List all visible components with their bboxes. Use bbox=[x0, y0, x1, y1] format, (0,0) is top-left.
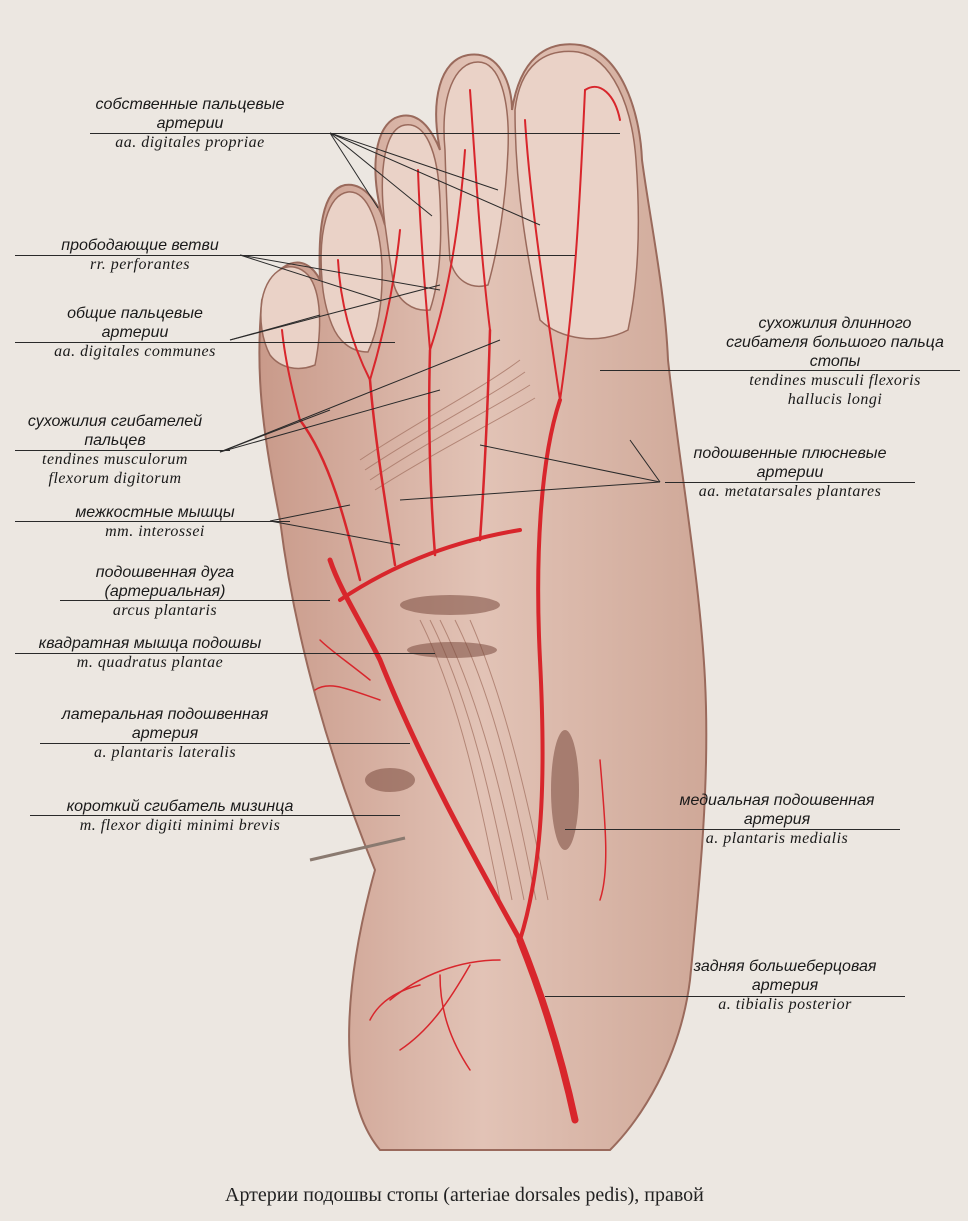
label-ru: латеральная подошвенная bbox=[61, 706, 269, 723]
big-toe bbox=[514, 50, 640, 340]
third-toe bbox=[381, 124, 442, 311]
leader-line bbox=[15, 521, 290, 522]
leader-line bbox=[565, 829, 900, 830]
label-quadratus: квадратная мышца подошвы m. quadratus pl… bbox=[10, 634, 290, 672]
label-la: mm. interossei bbox=[105, 523, 205, 540]
label-la: a. plantaris lateralis bbox=[93, 744, 237, 761]
label-la: m. flexor digiti minimi brevis bbox=[79, 817, 281, 834]
label-la: hallucis longi bbox=[787, 391, 883, 408]
label-ru: (артериальная) bbox=[104, 583, 226, 600]
leader-line bbox=[60, 600, 330, 601]
label-la: flexorum digitorum bbox=[48, 470, 182, 487]
label-ru: короткий сгибатель мизинца bbox=[66, 798, 294, 815]
label-la: aa. metatarsales plantares bbox=[698, 483, 882, 500]
label-ru: артерия bbox=[743, 811, 811, 828]
probe-instrument bbox=[309, 836, 406, 862]
label-ru: собственные пальцевые bbox=[95, 96, 285, 113]
label-ru: пальцев bbox=[84, 432, 146, 449]
label-flexor-minimi: короткий сгибатель мизинца m. flexor dig… bbox=[30, 797, 330, 835]
digital-arteries bbox=[281, 85, 621, 421]
label-hallucis: сухожилия длинного сгибателя большого па… bbox=[705, 314, 965, 409]
label-la: a. tibialis posterior bbox=[718, 996, 852, 1013]
figure-caption: Артерии подошвы стопы (arteriae dorsales… bbox=[225, 1184, 704, 1206]
label-ru: сухожилия сгибателей bbox=[27, 413, 203, 430]
label-ru: подошвенные плюсневые bbox=[693, 445, 887, 462]
label-la: tendines musculi flexoris bbox=[749, 372, 921, 389]
label-la: rr. perforantes bbox=[90, 256, 190, 273]
label-medialis: медиальная подошвенная артерия a. planta… bbox=[652, 791, 902, 848]
label-la: arcus plantaris bbox=[112, 602, 218, 619]
label-la: m. quadratus plantae bbox=[76, 654, 224, 671]
label-ru: общие пальцевые bbox=[67, 305, 203, 322]
leader-line bbox=[15, 255, 575, 256]
label-la: aa. digitales communes bbox=[54, 343, 216, 360]
leader-line bbox=[40, 743, 410, 744]
leader-line bbox=[30, 815, 400, 816]
label-flexor-tendons: сухожилия сгибателей пальцев tendines mu… bbox=[10, 412, 220, 488]
leader-line bbox=[15, 653, 435, 654]
label-digitales-communes: общие пальцевые артерии aa. digitales co… bbox=[15, 304, 255, 361]
label-arcus: подошвенная дуга (артериальная) arcus pl… bbox=[55, 563, 275, 620]
label-la: aa. digitales propriae bbox=[115, 134, 265, 151]
muscle-cut-surfaces bbox=[365, 595, 579, 850]
label-tibialis: задняя большеберцовая артерия a. tibiali… bbox=[660, 957, 910, 1014]
label-lateralis: латеральная подошвенная артерия a. plant… bbox=[40, 705, 290, 762]
medial-plantar-artery bbox=[518, 398, 562, 942]
label-ru: межкостные мышцы bbox=[75, 504, 235, 521]
label-ru: артерии bbox=[156, 115, 224, 132]
label-metatarsales: подошвенные плюсневые артерии aa. metata… bbox=[665, 444, 915, 501]
leader-line bbox=[665, 482, 915, 483]
label-ru: квадратная мышца подошвы bbox=[38, 635, 262, 652]
label-ru: подошвенная дуга bbox=[95, 564, 235, 581]
label-digitales-propriae: собственные пальцевые артерии aa. digita… bbox=[90, 95, 290, 152]
label-la: a. plantaris medialis bbox=[705, 830, 849, 847]
label-ru: стопы bbox=[809, 353, 861, 370]
label-ru: медиальная подошвенная bbox=[679, 792, 875, 809]
label-ru: задняя большеберцовая bbox=[693, 958, 877, 975]
label-ru: артерии bbox=[101, 324, 169, 341]
plantar-arch bbox=[338, 528, 522, 602]
label-ru: артерия bbox=[131, 725, 199, 742]
label-interossei: межкостные мышцы mm. interossei bbox=[50, 503, 260, 541]
label-perforantes: прободающие ветви rr. perforantes bbox=[40, 236, 240, 274]
label-ru: сгибателя большого пальца bbox=[726, 334, 944, 351]
metatarsal-arteries bbox=[298, 328, 492, 582]
leader-line bbox=[600, 370, 960, 371]
leader-line bbox=[545, 996, 905, 997]
label-ru: сухожилия длинного bbox=[758, 315, 912, 332]
posterior-tibial-artery bbox=[516, 936, 579, 1124]
leader-line bbox=[15, 342, 395, 343]
label-ru: артерия bbox=[751, 977, 819, 994]
leader-line bbox=[15, 450, 230, 451]
label-ru: прободающие ветви bbox=[61, 237, 219, 254]
leader-line bbox=[90, 133, 620, 134]
label-ru: артерии bbox=[756, 464, 824, 481]
label-la: tendines musculorum bbox=[42, 451, 188, 468]
arteries bbox=[281, 85, 621, 1124]
heel-branches bbox=[314, 639, 607, 1071]
